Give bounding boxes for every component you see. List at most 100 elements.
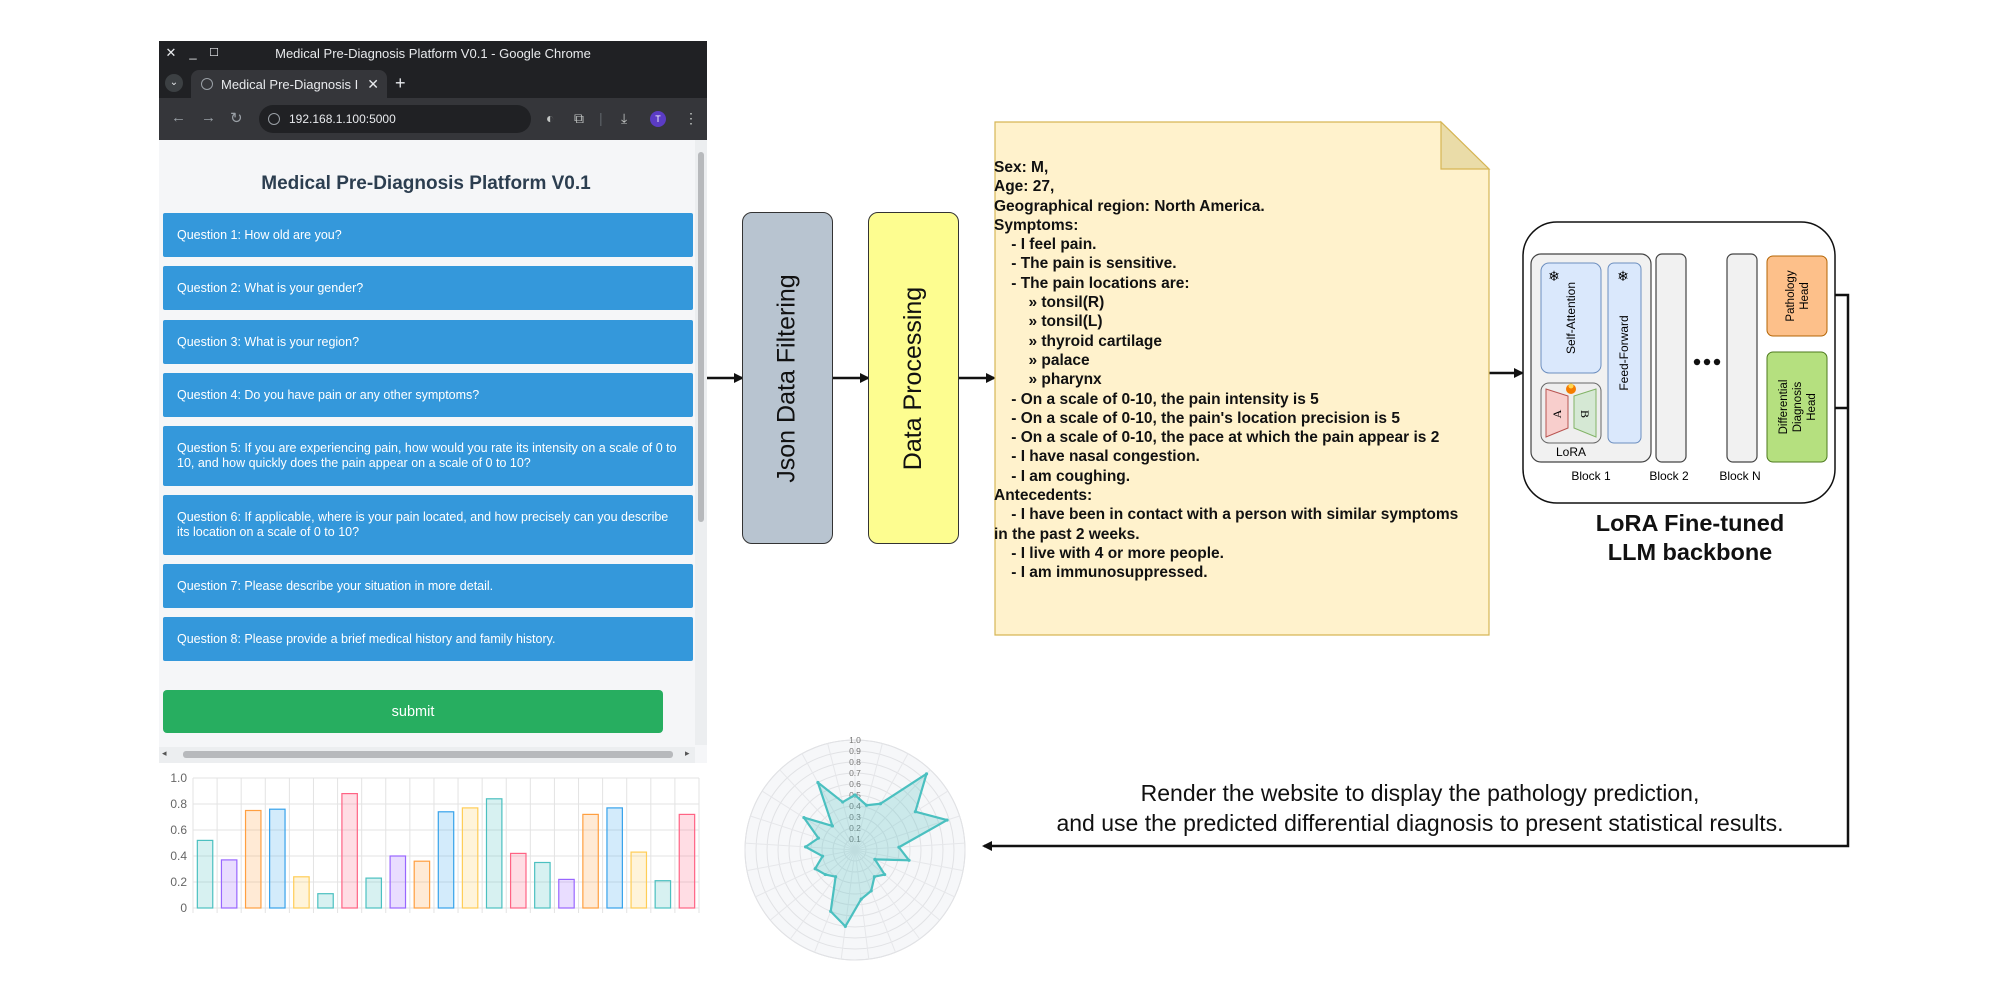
bar-y-tick-label: 0.4 — [170, 849, 187, 863]
radar-point — [823, 872, 827, 877]
browser-tab[interactable]: Medical Pre-Diagnosis I ✕ — [191, 70, 387, 98]
radar-spoke — [746, 849, 856, 872]
differential-diagnosis-head — [1766, 351, 1828, 463]
lora-a-matrix — [1545, 388, 1569, 438]
url-text: 192.168.1.100:5000 — [289, 112, 396, 126]
document-line: Sex: M, — [994, 159, 1049, 176]
download-icon[interactable]: ⤓ — [621, 110, 628, 126]
question-5-button[interactable]: Question 5: If you are experiencing pain… — [163, 426, 693, 486]
new-tab-plus-icon[interactable]: + — [395, 73, 406, 93]
bar — [461, 807, 479, 909]
document-line: » palace — [994, 351, 1090, 369]
output-caption-line-1: Render the website to display the pathol… — [1140, 780, 1700, 806]
document-line: - I feel pain. — [994, 236, 1097, 254]
bar — [606, 807, 623, 909]
json-data-filtering-stage: Json Data Filtering — [742, 212, 833, 544]
block-1-label: Block 1 — [1571, 469, 1611, 483]
cast-icon[interactable]: ◐ — [546, 110, 555, 126]
toolbar-divider: | — [599, 110, 603, 126]
question-8-button[interactable]: Question 8: Please provide a brief medic… — [163, 617, 693, 661]
lora-b-matrix — [1573, 388, 1597, 438]
radar-point — [830, 824, 835, 828]
question-1-button[interactable]: Question 1: How old are you? — [163, 213, 693, 257]
radar-point — [816, 780, 820, 785]
radar-point — [873, 857, 877, 861]
more-menu-icon[interactable]: ⋮ — [684, 110, 698, 126]
bar — [582, 813, 599, 909]
scroll-left-arrow-icon[interactable]: ◂ — [162, 748, 167, 758]
vertical-scrollbar-thumb[interactable] — [698, 152, 704, 522]
question-4-button[interactable]: Question 4: Do you have pain or any othe… — [163, 373, 693, 417]
question-7-button[interactable]: Question 7: Please describe your situati… — [163, 564, 693, 608]
question-2-button[interactable]: Question 2: What is your gender? — [163, 266, 693, 310]
radar-tick-label: 0.6 — [849, 779, 861, 789]
radar-spoke — [854, 790, 949, 851]
radar-spoke — [814, 849, 856, 953]
radar-point — [878, 802, 883, 806]
close-tab-icon[interactable]: ✕ — [367, 76, 379, 92]
document-line: - The pain is sensitive. — [994, 255, 1177, 273]
document-line: - On a scale of 0-10, the pain intensity… — [994, 390, 1319, 408]
radar-point — [853, 793, 857, 797]
llm-caption-line-1: LoRA Fine-tuned — [1595, 510, 1785, 536]
bar — [220, 859, 238, 909]
json-data-filtering-label: Json Data Filtering — [773, 273, 801, 483]
radar-series-area — [802, 772, 949, 928]
site-info-icon[interactable] — [268, 113, 280, 125]
tab-bar: ⌄ Medical Pre-Diagnosis I ✕ + — [159, 67, 707, 98]
frozen-snowflake-icon: ❄ — [1617, 269, 1629, 285]
radar-spoke — [769, 849, 856, 921]
tab-list-chevron-icon[interactable]: ⌄ — [165, 74, 183, 92]
lora-a-label: A — [1550, 409, 1564, 418]
document-line: Symptoms: — [994, 216, 1079, 234]
reload-icon[interactable]: ↻ — [230, 110, 243, 127]
bar — [413, 860, 431, 909]
output-caption: Render the website to display the pathol… — [1000, 778, 1840, 838]
radar-spoke — [854, 743, 883, 851]
document-line: Age: 27, — [994, 178, 1055, 196]
bar — [630, 851, 648, 909]
question-6-button[interactable]: Question 6: If applicable, where is your… — [163, 495, 693, 555]
horizontal-scrollbar[interactable]: ◂ ▸ — [159, 747, 695, 763]
page-viewport: Medical Pre-Diagnosis Platform V0.1 Ques… — [159, 140, 707, 763]
profile-avatar[interactable]: T — [650, 111, 666, 127]
document-line: » tonsil(L) — [994, 313, 1103, 331]
back-arrow-icon[interactable]: ← — [171, 109, 186, 126]
document-line: - I have nasal congestion. — [994, 448, 1200, 466]
scroll-right-arrow-icon[interactable]: ▸ — [685, 748, 690, 758]
address-bar[interactable]: 192.168.1.100:5000 — [259, 105, 531, 133]
close-window-icon[interactable]: ✕ — [165, 45, 177, 60]
radar-spoke — [750, 815, 856, 851]
bar — [293, 876, 310, 909]
maximize-window-icon[interactable]: ☐ — [209, 47, 219, 59]
question-3-button[interactable]: Question 3: What is your region? — [163, 320, 693, 364]
radar-point — [883, 872, 887, 877]
data-processing-label: Data Processing — [899, 286, 927, 470]
forward-arrow-icon[interactable]: → — [201, 109, 216, 126]
minimize-window-icon[interactable]: _ — [189, 45, 197, 60]
radar-point — [897, 845, 901, 849]
patient-document — [994, 121, 1490, 636]
feed-forward-box — [1607, 262, 1642, 444]
block-n-label: Block N — [1719, 469, 1760, 483]
submit-button[interactable]: submit — [163, 690, 663, 733]
horizontal-scrollbar-thumb[interactable] — [183, 751, 673, 758]
radar-spoke — [779, 769, 856, 851]
bar — [244, 809, 262, 909]
extensions-icon[interactable]: ⧉ — [574, 110, 584, 126]
self-attention-label: Self-Attention — [1564, 282, 1578, 354]
radar-point — [864, 803, 869, 807]
ellipsis-dots — [1693, 358, 1721, 366]
vertical-scrollbar[interactable] — [695, 140, 707, 745]
bar-y-tick-label: 0.6 — [170, 823, 187, 837]
radar-point — [802, 815, 806, 820]
pathology-head — [1766, 255, 1828, 337]
document-line: - I am immunosuppressed. — [994, 564, 1208, 582]
radar-spoke — [755, 849, 856, 898]
radar-tick-label: 1.0 — [849, 735, 861, 745]
document-line: - I have been in contact with a person w… — [994, 506, 1459, 524]
radar-point — [872, 875, 876, 879]
radar-tick-label: 0.7 — [849, 768, 861, 778]
radar-spoke — [854, 849, 955, 898]
